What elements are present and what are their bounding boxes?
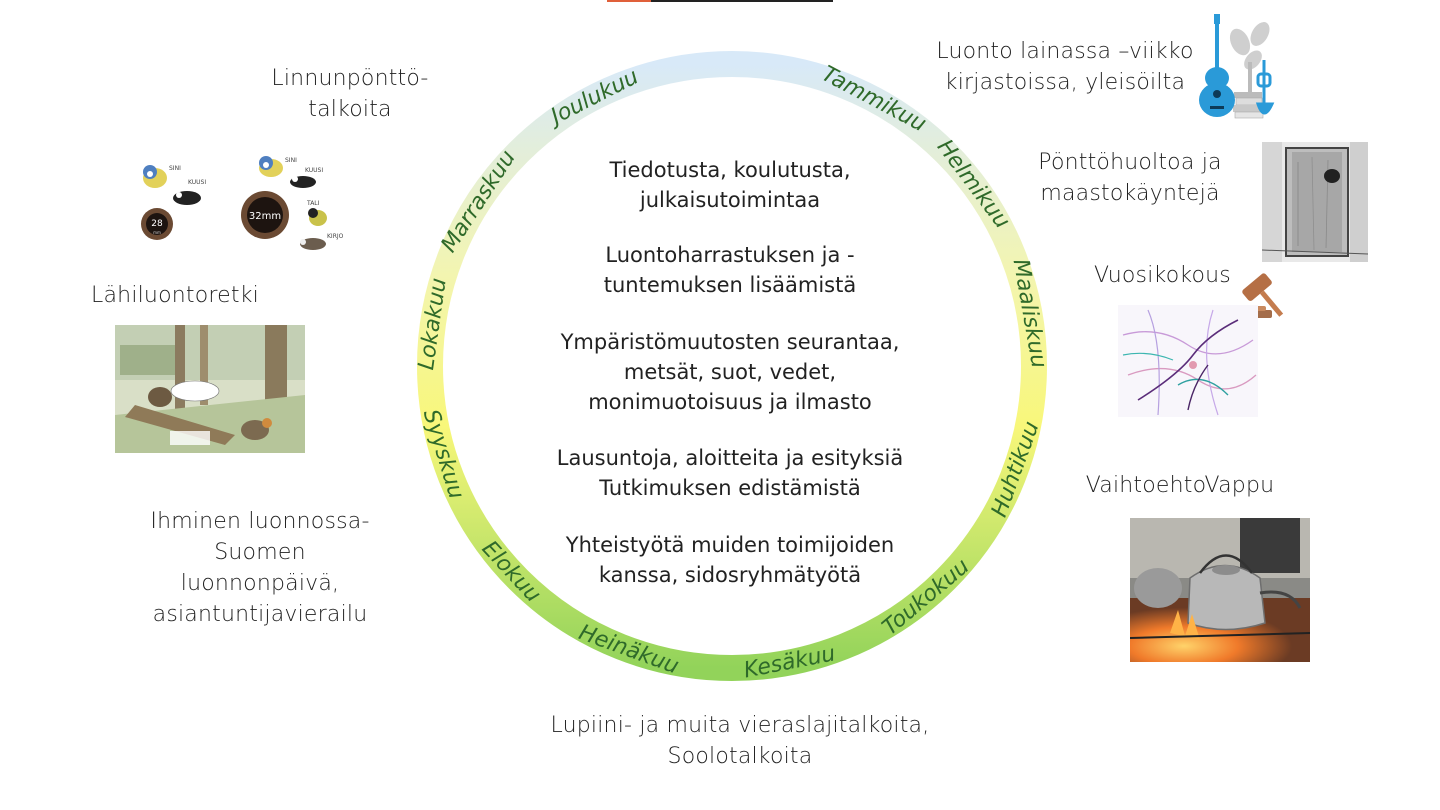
top-accent xyxy=(607,0,651,2)
trumpet-icon xyxy=(1255,60,1275,115)
month-label: Kesäkuu xyxy=(742,641,838,683)
books-icon xyxy=(1233,92,1264,119)
bluetit-icon xyxy=(143,165,167,188)
center-item-line: kanssa, sidosryhmätyötä xyxy=(598,563,862,587)
center-item-line: Tiedotusta, koulutusta, xyxy=(609,158,851,182)
svg-text:32mm: 32mm xyxy=(249,211,281,222)
svg-text:28: 28 xyxy=(151,219,163,229)
center-item: Ympäristömuutosten seurantaa, metsät, suo… xyxy=(520,327,940,417)
svg-text:KIRJO: KIRJO xyxy=(327,233,344,240)
month-label: Tammikuu xyxy=(817,62,930,138)
guitar-books-trumpet-illustration xyxy=(1199,14,1275,119)
svg-text:SINI: SINI xyxy=(285,157,297,164)
month-label: Maaliskuu xyxy=(1008,257,1052,370)
vuosikokous-label: Vuosikokous xyxy=(1094,263,1231,288)
linnunpontto-label: Linnunpönttö-talkoita xyxy=(271,66,429,122)
guitar-icon xyxy=(1199,14,1235,117)
month-label: Marraskuu xyxy=(437,146,521,257)
nestbox-photo xyxy=(1262,142,1368,262)
svg-text:SINI: SINI xyxy=(169,165,181,172)
bluetit-icon xyxy=(259,156,283,177)
center-item: Tiedotusta, koulutusta, julkaisutoimintaa xyxy=(520,155,940,215)
month-label: Helmikuu xyxy=(932,135,1015,233)
month-label: Syyskuu xyxy=(418,407,469,502)
center-item-line: metsät, suot, vedet, xyxy=(623,360,837,384)
great-tit-icon xyxy=(173,191,201,205)
great-tit-icon xyxy=(290,176,316,188)
great-tit-small-icon xyxy=(308,208,327,226)
svg-text:mm: mm xyxy=(153,230,161,235)
forest-walk-illustration xyxy=(115,325,305,453)
svg-text:TALI: TALI xyxy=(306,200,320,207)
center-item-line: Tutkimuksen edistämistä xyxy=(599,476,861,500)
vaihtoehtovappu-label: VaihtoehtoVappu xyxy=(1085,473,1275,498)
nest-hole-32-icon xyxy=(241,191,289,239)
center-item-line: Ympäristömuutosten seurantaa, xyxy=(560,330,900,354)
center-item-line: julkaisutoimintaa xyxy=(639,188,821,212)
month-label: Joulukuu xyxy=(544,64,643,131)
nest-hole-28-icon xyxy=(141,208,173,240)
map-image xyxy=(1118,305,1258,417)
center-item: Luontoharrastuksen ja - tuntemuksen lisää… xyxy=(520,240,940,300)
lahiluonto-label: Lähiluontoretki xyxy=(91,283,259,308)
month-label: Huhtikuu xyxy=(987,418,1045,520)
center-item-line: tuntemuksen lisäämistä xyxy=(603,273,857,297)
flycatcher-icon xyxy=(300,238,326,250)
svg-text:KUUSI: KUUSI xyxy=(188,179,206,186)
month-label: Heinäkuu xyxy=(575,620,682,679)
campfire-kettle-photo xyxy=(1130,518,1310,662)
lupiini-label: Lupiini- ja muita vieraslajitalkoita,Soo… xyxy=(550,713,930,769)
month-label: Lokakuu xyxy=(414,276,452,371)
top-decoration-bar xyxy=(607,0,833,2)
svg-text:KUUSI: KUUSI xyxy=(305,167,323,174)
center-item-line: monimuotoisuus ja ilmasto xyxy=(588,390,872,414)
center-item-line: Yhteistyötä muiden toimijoiden xyxy=(565,533,895,557)
center-item: Yhteistyötä muiden toimijoiden kanssa, si… xyxy=(520,530,940,590)
center-item-line: Lausuntoja, aloitteita ja esityksiä xyxy=(556,446,904,470)
center-item-line: Luontoharrastuksen ja - xyxy=(605,243,855,267)
nestbox-birds-illustration: SINI KUUSI 28 mm SINI KUUSI 32mm TALI KI… xyxy=(141,156,344,250)
year-ring xyxy=(417,51,1047,681)
